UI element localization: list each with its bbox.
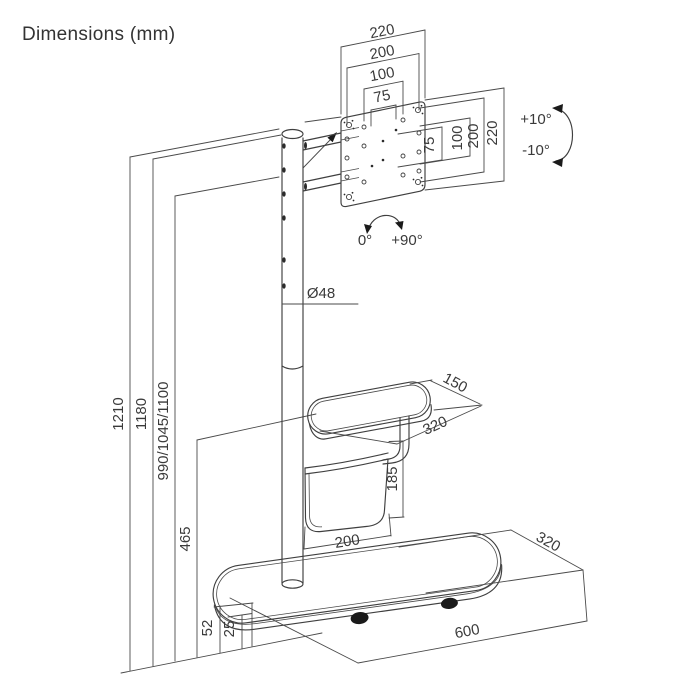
dim-plate-height-220: 220 — [484, 120, 501, 145]
dim-base-height: 52 — [199, 620, 216, 637]
plate-height-dimensions: 75 100 200 220 — [397, 87, 505, 191]
caster-icon — [440, 597, 458, 609]
dim-height-total: 1210 — [110, 397, 127, 430]
ext-line-pole-height — [152, 134, 282, 160]
pole-adjustment-holes — [282, 143, 286, 289]
ext-line-shelf-height — [196, 413, 317, 441]
dim-basket-height: 185 — [384, 466, 401, 491]
plate-vesa-holes — [344, 117, 422, 185]
vesa-plate — [340, 101, 426, 208]
tilt-annotation: +10° -10° — [520, 104, 574, 167]
dim-plate-width-100: 100 — [368, 64, 396, 85]
dim-height-shelf: 465 — [177, 526, 194, 551]
pole-top-cap — [281, 128, 304, 140]
dim-shelf-depth: 150 — [440, 370, 470, 397]
dim-pole-diameter: Ø48 — [307, 285, 335, 302]
dim-shelf-width: 320 — [420, 413, 450, 439]
mount-arms — [302, 127, 360, 192]
tilt-down-label: -10° — [522, 142, 550, 159]
dim-plate-height-75: 75 — [421, 137, 438, 154]
floor-baseline — [120, 632, 323, 674]
plate-corner-holes — [343, 104, 424, 202]
rotate-min-label: 0° — [358, 232, 372, 249]
pole-base-joint — [281, 579, 304, 589]
caster-icon — [350, 611, 369, 625]
ext-line-mount-height — [174, 176, 280, 197]
pole: Ø48 — [281, 128, 359, 584]
dim-plate-width-75: 75 — [372, 87, 392, 107]
dim-plate-width-200: 200 — [368, 42, 396, 63]
ext-line-total-height-2 — [304, 116, 342, 123]
page-title: Dimensions (mm) — [22, 24, 175, 45]
dim-height-pole: 1180 — [133, 398, 150, 430]
ext-line-total-height — [129, 128, 280, 158]
storage-basket: 185 200 — [303, 440, 405, 552]
arm-bolt-icon — [304, 142, 307, 149]
base-dimensions: 320 600 52 25 — [199, 529, 588, 664]
pole-joint — [281, 365, 304, 370]
base — [212, 532, 503, 631]
dim-base-width: 600 — [453, 621, 481, 642]
height-dimensions: 1210 1180 990/1045/1100 465 — [110, 116, 342, 674]
tilt-arrow-icon — [555, 108, 574, 162]
dim-plate-height-200: 200 — [465, 123, 482, 148]
arm-bolt-icon — [304, 183, 307, 190]
dim-basket-width: 200 — [334, 531, 361, 552]
shelf-bracket — [382, 415, 410, 465]
mount-leader-line — [302, 138, 332, 169]
dim-height-mount: 990/1045/1100 — [155, 382, 172, 481]
plate-width-dimensions: 220 200 100 75 — [340, 21, 426, 127]
dim-base-depth: 320 — [533, 529, 563, 556]
rotate-max-label: +90° — [391, 232, 422, 249]
dim-plate-width-220: 220 — [368, 21, 396, 42]
dim-base-plate-height: 25 — [221, 621, 238, 638]
dim-plate-height-100: 100 — [449, 125, 466, 150]
shelf: 150 320 — [307, 370, 483, 445]
rotation-annotation: 0° +90° — [358, 214, 423, 249]
tilt-up-label: +10° — [520, 111, 551, 128]
